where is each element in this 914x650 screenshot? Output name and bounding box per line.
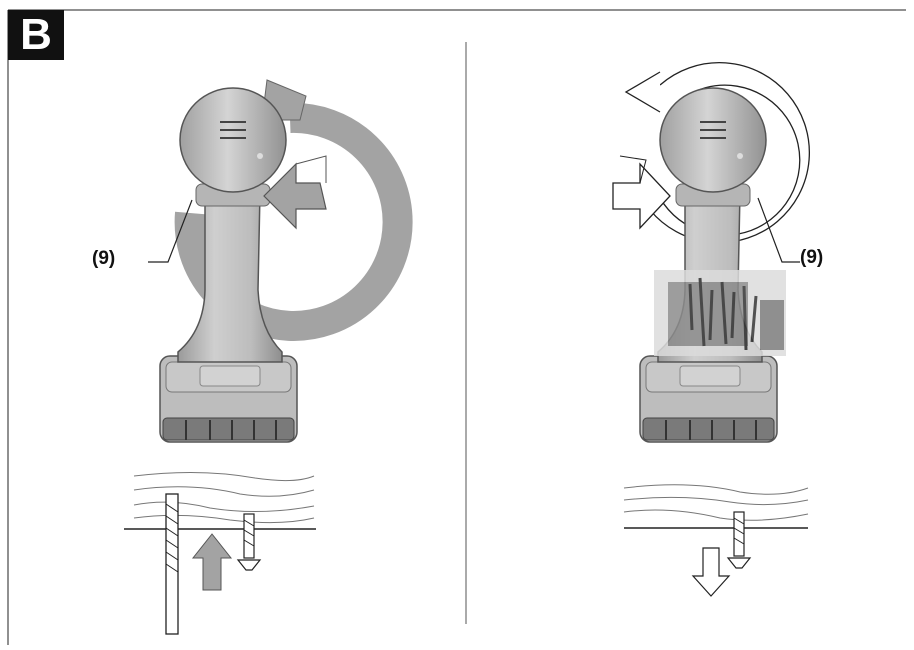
screw-icon-left xyxy=(236,513,262,571)
figure-letter-badge: B xyxy=(8,10,64,60)
callout-label-left: (9) xyxy=(92,248,116,269)
drill-driver-right xyxy=(639,87,778,443)
left-panel xyxy=(124,79,413,635)
screw-icon-right xyxy=(726,511,752,569)
drill-bit-icon xyxy=(165,493,179,635)
down-arrow xyxy=(691,547,731,597)
push-left-arrow xyxy=(263,162,327,230)
drill-driver-left xyxy=(159,87,298,443)
callout-label-right: (9) xyxy=(800,247,824,268)
wood-board-right xyxy=(623,484,809,529)
right-panel xyxy=(612,62,811,597)
up-arrow xyxy=(191,533,233,591)
leader-line-right xyxy=(757,197,800,263)
leader-line-left xyxy=(148,199,193,263)
wood-board-left xyxy=(124,471,316,530)
image-artifact xyxy=(654,270,786,356)
push-right-arrow xyxy=(612,162,671,230)
